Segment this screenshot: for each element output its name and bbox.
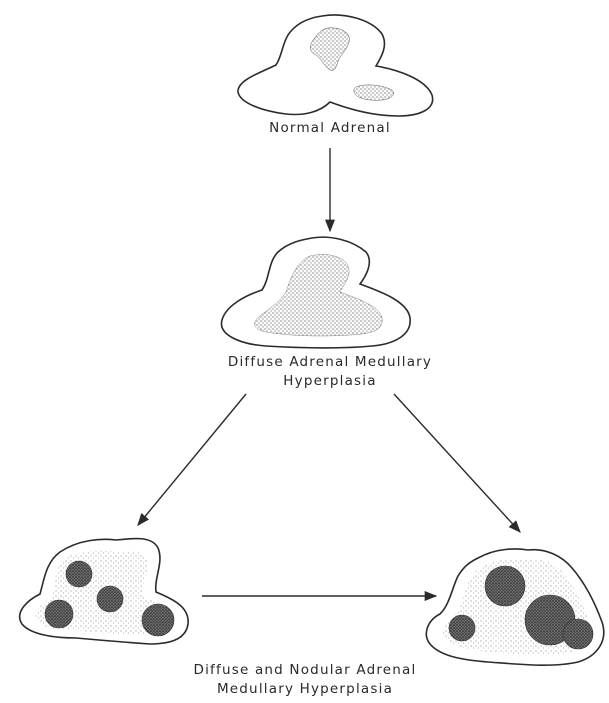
label-diffuse-hyperplasia: Diffuse Adrenal Medullary Hyperplasia	[180, 353, 480, 391]
nodule	[449, 615, 475, 641]
nodule	[66, 561, 92, 587]
label-diffuse-line2: Hyperplasia	[180, 372, 480, 391]
label-normal-text: Normal Adrenal	[230, 119, 430, 138]
label-nodular-line1: Diffuse and Nodular Adrenal	[150, 661, 460, 680]
nodular-hyperplasia-right	[426, 549, 603, 665]
diffuse-hyperplasia	[221, 237, 410, 348]
nodule	[45, 600, 73, 628]
normal-medulla-upper	[310, 28, 349, 71]
arrow-diffuse-to-nodular-left	[138, 394, 246, 525]
normal-medulla-lower	[354, 85, 394, 100]
normal-adrenal	[238, 15, 433, 116]
nodule	[97, 586, 123, 612]
label-diffuse-line1: Diffuse Adrenal Medullary	[180, 353, 480, 372]
label-nodular-hyperplasia: Diffuse and Nodular Adrenal Medullary Hy…	[150, 661, 460, 699]
nodule	[485, 566, 525, 606]
nodule	[563, 619, 593, 649]
nodule	[142, 604, 174, 636]
label-nodular-line2: Medullary Hyperplasia	[150, 680, 460, 699]
diffuse-medulla	[255, 254, 383, 336]
nodular-hyperplasia-left	[20, 538, 188, 644]
arrow-diffuse-to-nodular-right	[394, 394, 520, 532]
label-normal-adrenal: Normal Adrenal	[230, 119, 430, 138]
